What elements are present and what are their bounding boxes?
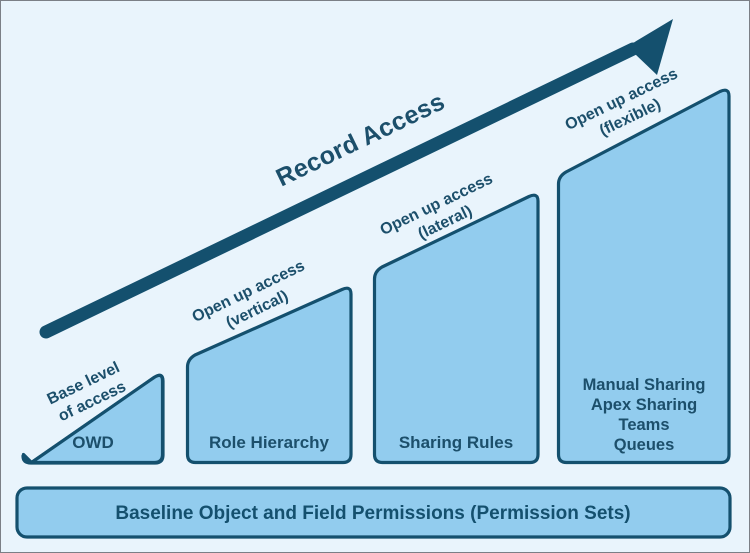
level-label-teams: Teams bbox=[618, 416, 669, 434]
baseline-permissions-bar[interactable] bbox=[15, 486, 732, 539]
level-label-queues: Queues bbox=[614, 436, 675, 454]
baseline-permissions-label: Baseline Object and Field Permissions (P… bbox=[115, 503, 630, 524]
record-access-arrow-head bbox=[603, 19, 673, 75]
level-shape-manual-and-other[interactable] bbox=[556, 88, 731, 465]
level-label-role-hierarchy: Role Hierarchy bbox=[209, 433, 330, 452]
record-access-arrow-body bbox=[39, 42, 640, 339]
level-label-manual-sharing: Manual Sharing bbox=[583, 376, 706, 394]
level-shape-role-hierarchy[interactable] bbox=[185, 286, 353, 465]
level-label-apex-sharing: Apex Sharing bbox=[591, 396, 697, 414]
level-label-owd: OWD bbox=[72, 433, 114, 452]
level-shape-owd-outline bbox=[21, 373, 165, 465]
level-shape-sharing-rules[interactable] bbox=[372, 193, 540, 465]
level-label-sharing-rules: Sharing Rules bbox=[399, 433, 513, 452]
